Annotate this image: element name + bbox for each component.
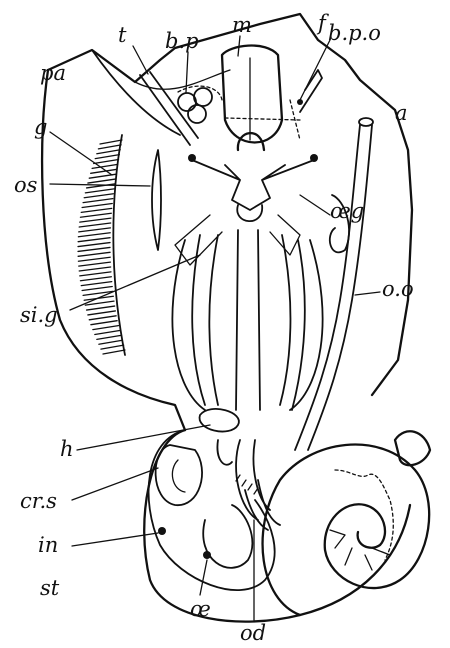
anus	[359, 118, 373, 126]
leader-t	[133, 46, 148, 74]
lower-body-outline	[144, 430, 410, 622]
label-t: t	[118, 23, 127, 47]
gill-lamella	[78, 257, 110, 261]
spiral-branches	[330, 530, 390, 570]
label-in: in	[38, 533, 58, 557]
label-od: od	[240, 621, 266, 645]
gill-lamella	[78, 233, 110, 237]
label-oo: o.o	[382, 277, 414, 301]
label-m: m	[232, 13, 252, 37]
gill-lamella	[81, 208, 112, 212]
buccal-mass	[222, 46, 282, 143]
oesophageal-ganglion	[237, 205, 262, 221]
label-st: st	[40, 576, 60, 600]
gill-lamella	[82, 203, 112, 207]
gill-lamella	[97, 335, 121, 339]
gill-lamella	[80, 277, 111, 281]
stomach-inner	[203, 505, 252, 568]
gill-lamella	[79, 223, 110, 227]
leader-oo	[355, 292, 380, 295]
gill-lamella	[87, 306, 115, 310]
gill-lamella	[95, 330, 120, 334]
gill-lamella	[100, 140, 122, 144]
gill-lamella	[88, 179, 116, 183]
leader-oeg	[300, 195, 330, 215]
heart	[200, 409, 239, 432]
label-sig: si.g	[20, 303, 58, 327]
leader-oe	[200, 560, 207, 595]
intestine-opening	[158, 527, 166, 535]
gill-axis	[113, 135, 125, 355]
buccal-pouch-2	[194, 88, 212, 106]
gill-lamella	[78, 247, 110, 251]
gill-lamella	[91, 321, 117, 325]
gill-lamella	[78, 243, 110, 247]
gill-lamella	[82, 287, 112, 291]
label-os: os	[14, 173, 38, 197]
gill-lamella	[79, 228, 111, 232]
label-oe: œ	[190, 597, 211, 621]
visceral-tube-right	[280, 235, 305, 410]
gill-lamella	[101, 345, 124, 349]
label-a: a	[395, 101, 408, 125]
gill-lamella	[93, 326, 119, 330]
gill-lamella	[78, 238, 110, 242]
gill-lamellae	[78, 140, 125, 354]
gill-lamella	[88, 311, 116, 315]
buccal-pouch-3	[188, 105, 206, 123]
foot-inner-line	[135, 70, 230, 89]
gill-lamella	[81, 282, 112, 286]
crop-sac	[156, 445, 202, 505]
gill-lamella	[95, 155, 119, 159]
gill-lamella	[78, 252, 110, 256]
visceral-tube-center	[236, 230, 260, 410]
label-g: g	[34, 115, 47, 139]
label-pa: pa	[40, 61, 66, 85]
gill-lamella	[83, 199, 113, 203]
gill-lamella	[84, 194, 113, 198]
gill-lamella	[103, 350, 125, 354]
pallial-edge	[92, 50, 180, 135]
visceral-tube-left	[192, 235, 218, 405]
leader-g	[50, 132, 112, 175]
stomach	[149, 430, 275, 590]
gill-lamella	[94, 160, 119, 164]
leader-bpo	[300, 40, 330, 100]
crop-inner	[172, 460, 185, 492]
anal-duct	[295, 125, 372, 450]
label-crs: cr.s	[20, 489, 57, 513]
gill-lamella	[92, 164, 118, 168]
gill-lamella	[89, 316, 116, 320]
label-h: h	[60, 437, 74, 461]
gill-lamella	[79, 267, 110, 271]
spiral-tip	[395, 431, 430, 465]
gill-lamella	[79, 262, 111, 266]
leader-crs	[72, 468, 158, 500]
heart-outflow	[217, 440, 232, 465]
leader-sig	[70, 255, 200, 310]
gill-lamella	[80, 218, 111, 222]
cerebral-ganglion	[192, 160, 314, 210]
label-bp: b.p	[165, 29, 199, 53]
leader-h	[77, 425, 210, 450]
gill-lamella	[80, 272, 111, 276]
osphradium	[152, 150, 161, 250]
gill-lamella	[85, 189, 114, 193]
gill-lamella	[99, 340, 122, 344]
label-bpo: b.p.o	[328, 21, 381, 45]
gill-lamella	[98, 145, 121, 149]
label-oeg: œg	[330, 199, 364, 223]
gill-lamella	[80, 213, 111, 217]
oesophagus-opening	[203, 551, 211, 559]
tentacle-right	[300, 70, 322, 112]
gill-lamella	[97, 150, 120, 154]
intestine-loop	[236, 440, 270, 520]
